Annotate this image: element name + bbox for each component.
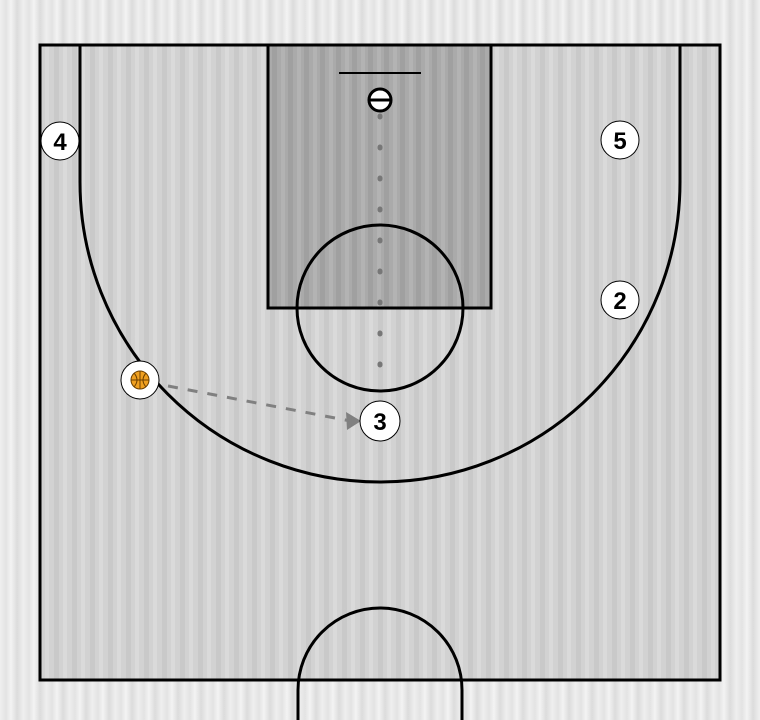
- player-5-label: 5: [613, 128, 626, 155]
- player-5[interactable]: 5: [600, 120, 640, 160]
- player-1-ball-handler[interactable]: [120, 360, 160, 400]
- pass-arrowhead: [346, 412, 361, 430]
- player-4[interactable]: 4: [40, 121, 80, 161]
- free-throw-circle: [295, 223, 465, 393]
- player-4-label: 4: [53, 129, 67, 156]
- three-point-line: [78, 45, 682, 484]
- player-2[interactable]: 2: [600, 280, 640, 320]
- pass-line: [167, 384, 361, 430]
- player-3[interactable]: 3: [359, 400, 401, 442]
- rim: [367, 87, 393, 113]
- basketball-icon: [130, 370, 150, 390]
- center-circle: [296, 606, 464, 720]
- player-3-label: 3: [373, 409, 386, 436]
- player-2-label: 2: [613, 288, 626, 315]
